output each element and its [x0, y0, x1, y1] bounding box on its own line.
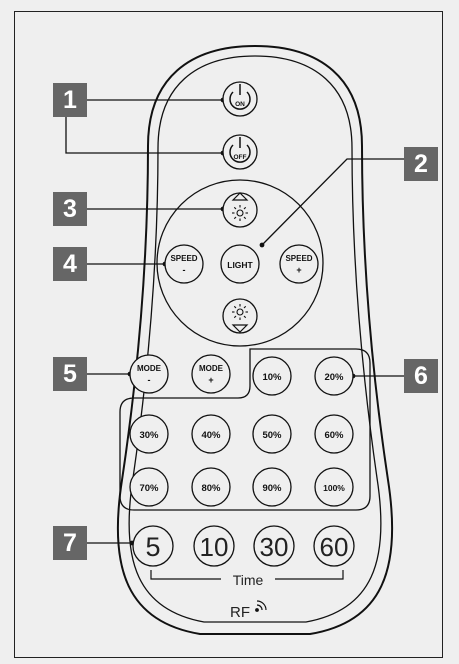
brightness-label: 40% — [201, 430, 221, 441]
brightness-label: 60% — [324, 430, 344, 441]
timer-label: 60 — [320, 532, 349, 562]
mode-plus-button[interactable]: MODE + — [191, 354, 231, 394]
timer-button[interactable]: 60 — [313, 525, 355, 567]
on-label: ON — [235, 101, 245, 108]
callout-lines — [65, 99, 404, 544]
mode-minus-sign: - — [148, 375, 151, 385]
brightness-button[interactable]: 20% — [314, 356, 354, 396]
callout-7: 7 — [53, 526, 87, 560]
timer-label: 30 — [260, 532, 289, 562]
light-label: LIGHT — [227, 260, 253, 270]
on-button[interactable]: ON — [222, 81, 258, 117]
timer-button[interactable]: 5 — [132, 525, 174, 567]
remote-inner-outline — [128, 55, 382, 623]
brightness-label: 50% — [262, 430, 282, 441]
brightness-label: 70% — [139, 483, 159, 494]
callout-2: 2 — [404, 147, 438, 181]
power-icon — [229, 91, 251, 110]
speed-plus-button[interactable]: SPEED + — [279, 244, 319, 284]
brightness-label: 100% — [323, 483, 345, 493]
brightness-button[interactable]: 60% — [314, 414, 354, 454]
time-label: Time — [233, 572, 264, 588]
arrow-up-icon — [231, 192, 249, 201]
callout-6: 6 — [404, 359, 438, 393]
brightness-label: 80% — [201, 483, 221, 494]
mode-minus-button[interactable]: MODE - — [129, 354, 169, 394]
arrow-down-icon — [231, 324, 249, 333]
timer-label: 5 — [145, 532, 160, 562]
brightness-group-outline — [119, 348, 371, 511]
speed-minus-label: SPEED — [170, 254, 197, 263]
power-icon — [229, 144, 251, 163]
brightness-button[interactable]: 90% — [252, 467, 292, 507]
mode-minus-label: MODE — [137, 364, 162, 373]
callout-3: 3 — [53, 192, 87, 226]
brightness-button[interactable]: 10% — [252, 356, 292, 396]
mode-plus-sign: + — [208, 375, 213, 385]
brightness-button[interactable]: 70% — [129, 467, 169, 507]
mode-plus-label: MODE — [199, 364, 224, 373]
light-button[interactable]: LIGHT — [220, 244, 260, 284]
rf-label: RF — [230, 604, 250, 621]
brightness-button[interactable]: 30% — [129, 414, 169, 454]
remote-outer-outline — [116, 44, 394, 635]
timer-label: 10 — [200, 532, 229, 562]
brightness-label: 30% — [139, 430, 159, 441]
brightness-button[interactable]: 100% — [314, 467, 354, 507]
callout-4: 4 — [53, 247, 87, 281]
wireless-signal-icon — [255, 600, 267, 612]
timer-button[interactable]: 30 — [253, 525, 295, 567]
speed-minus-sign: - — [183, 265, 186, 275]
off-button[interactable]: OFF — [222, 134, 258, 170]
off-label: OFF — [234, 154, 247, 161]
brightness-button[interactable]: 80% — [191, 467, 231, 507]
brightness-up-button[interactable] — [222, 192, 258, 228]
time-bracket — [150, 570, 344, 580]
brightness-down-button[interactable] — [222, 298, 258, 334]
speed-plus-sign: + — [296, 265, 301, 275]
brightness-button[interactable]: 40% — [191, 414, 231, 454]
callout-5: 5 — [53, 357, 87, 391]
speed-minus-button[interactable]: SPEED - — [164, 244, 204, 284]
timer-button[interactable]: 10 — [193, 525, 235, 567]
callout-1: 1 — [53, 83, 87, 117]
brightness-label: 10% — [262, 372, 282, 383]
brightness-button[interactable]: 50% — [252, 414, 292, 454]
sun-icon — [232, 304, 248, 320]
control-pad — [156, 179, 324, 347]
brightness-label: 90% — [262, 483, 282, 494]
speed-plus-label: SPEED — [285, 254, 312, 263]
brightness-label: 20% — [324, 372, 344, 383]
sun-icon — [232, 205, 248, 221]
